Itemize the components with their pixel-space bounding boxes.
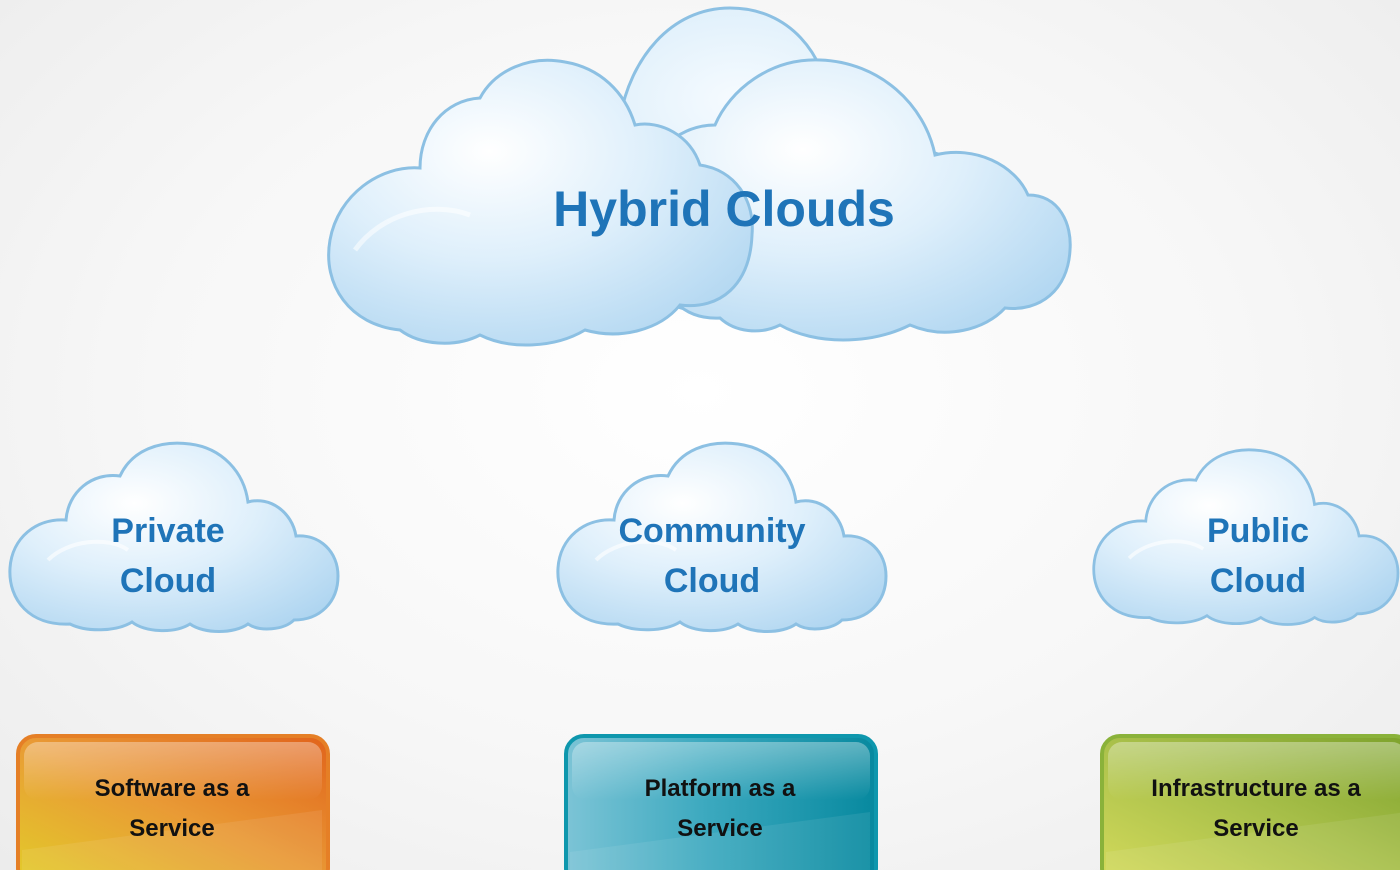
paas-label-line2: Service xyxy=(677,815,762,842)
paas-box: Platform as a Service xyxy=(564,734,878,870)
community-cloud-label-line1: Community xyxy=(619,512,806,550)
hybrid-cloud-label: Hybrid Clouds xyxy=(553,181,895,237)
public-cloud-label-line1: Public xyxy=(1207,512,1309,550)
iaas-label-line1: Infrastructure as a xyxy=(1151,775,1361,802)
community-cloud-label-line2: Cloud xyxy=(664,562,760,600)
saas-label-line2: Service xyxy=(129,815,214,842)
community-cloud: Community Cloud xyxy=(555,441,888,634)
saas-box: Software as a Service xyxy=(16,734,330,870)
paas-label-line1: Platform as a xyxy=(645,775,796,802)
hybrid-cloud-left-shape xyxy=(327,58,754,347)
public-cloud: Public Cloud xyxy=(1091,447,1400,627)
private-cloud: Private Cloud xyxy=(7,441,340,634)
hybrid-cloud-highlight xyxy=(352,206,471,252)
saas-label-line1: Software as a xyxy=(95,775,250,802)
private-cloud-label-line2: Cloud xyxy=(120,562,216,600)
public-cloud-label-line2: Cloud xyxy=(1210,562,1306,600)
iaas-label-line2: Service xyxy=(1213,815,1298,842)
private-cloud-label-line1: Private xyxy=(111,512,224,550)
iaas-box: Infrastructure as a Service xyxy=(1100,734,1400,870)
hybrid-cloud: Hybrid Clouds xyxy=(327,6,1072,347)
